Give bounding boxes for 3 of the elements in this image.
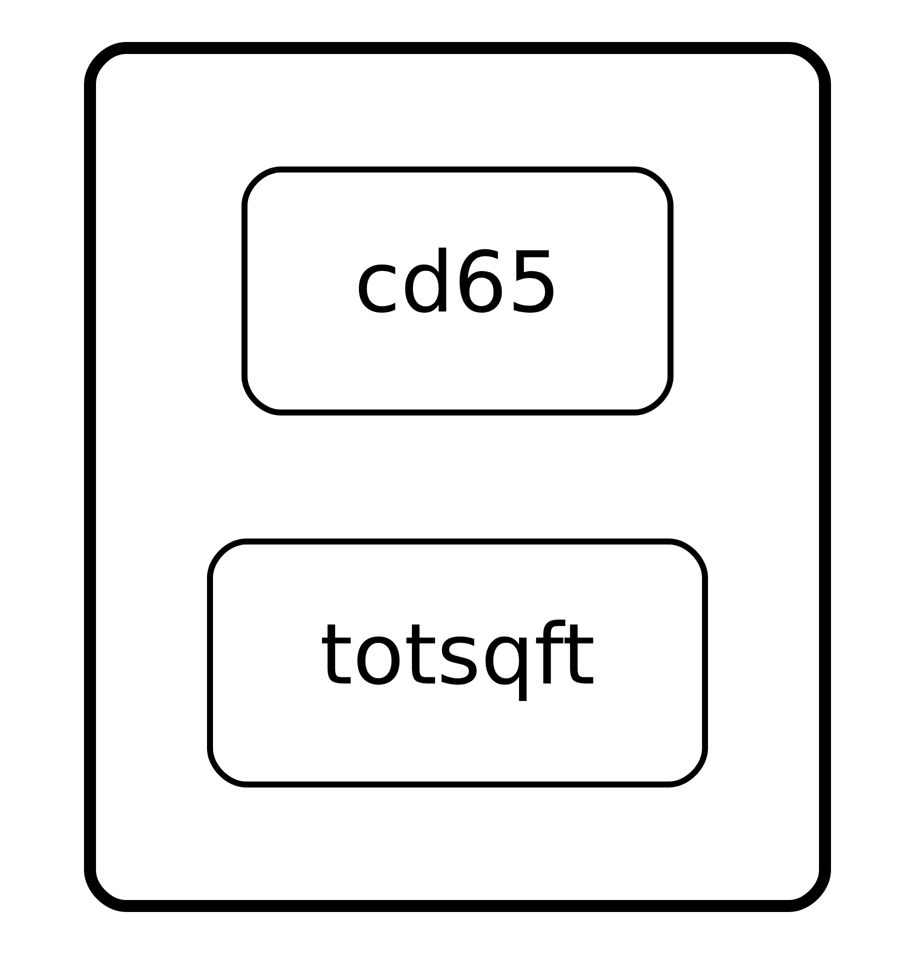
node-box: totsqft <box>206 538 708 788</box>
cluster <box>84 42 830 912</box>
node-box: cd65 <box>241 166 673 416</box>
